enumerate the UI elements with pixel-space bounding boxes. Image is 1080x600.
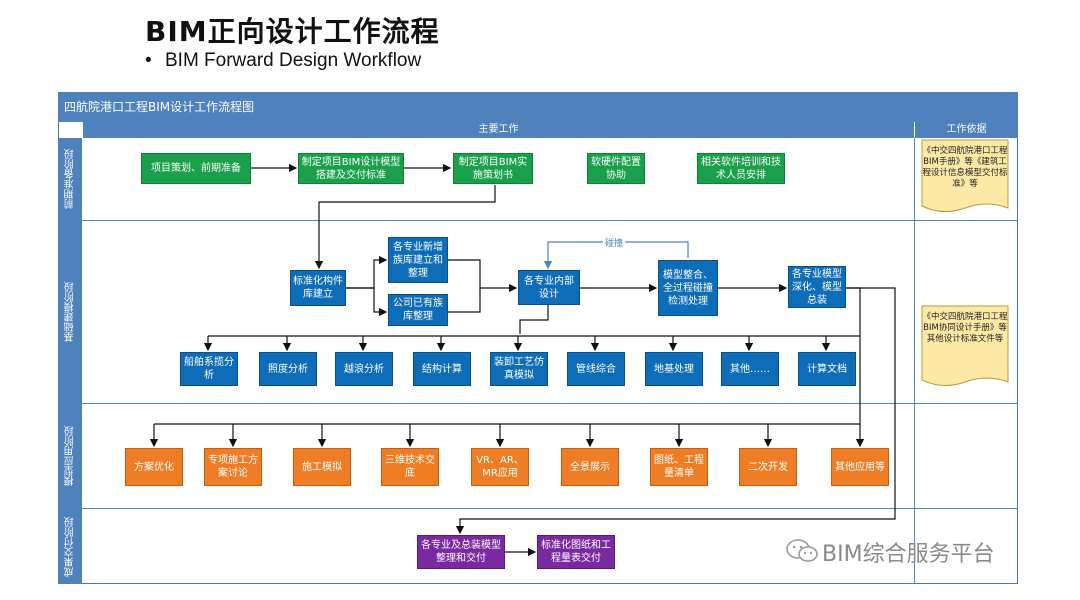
- box-analysis: 结构计算: [413, 352, 471, 386]
- box-analysis: 管线综合: [567, 352, 625, 386]
- stage-label-delivery: 成果交付阶段: [58, 509, 82, 584]
- box-hardware-config: 软硬件配置协助: [587, 153, 645, 184]
- box-existing-library: 公司已有族库整理: [388, 294, 448, 326]
- row-divider: [58, 403, 1018, 404]
- basis-document-1-text: 《中交四航院港口工程BIM手册》等《建筑工程设计信息模型交付标准》等: [922, 146, 1008, 189]
- watermark-text: BIM综合服务平台: [822, 542, 995, 567]
- column-divider: [914, 138, 915, 584]
- box-model-deepening: 各专业模型深化、模型总装: [788, 266, 846, 308]
- box-software-training: 相关软件培训和技术人员安排: [697, 153, 785, 184]
- box-analysis: 越浪分析: [335, 352, 393, 386]
- wechat-icon: [786, 539, 818, 562]
- document-shapes: [921, 139, 1009, 386]
- basis-document-1: 《中交四航院港口工程BIM手册》等《建筑工程设计信息模型交付标准》等: [922, 140, 1008, 210]
- column-main-work: 主要工作: [83, 122, 914, 138]
- page-subtitle: • BIM Forward Design Workflow: [145, 50, 421, 72]
- row-divider: [58, 508, 1018, 509]
- row-divider: [58, 220, 1018, 221]
- diagram-caption: 四航院港口工程BIM设计工作流程图: [58, 92, 1018, 122]
- box-internal-design: 各专业内部设计: [518, 270, 580, 305]
- box-analysis: 船舶系揽分析: [180, 352, 238, 386]
- box-application: 施工模拟: [293, 448, 351, 486]
- box-analysis: 计算文档: [798, 352, 856, 386]
- box-analysis: 照度分析: [259, 352, 317, 386]
- box-application: VR、AR、MR应用: [471, 448, 529, 486]
- column-basis: 工作依据: [915, 122, 1018, 138]
- box-project-planning: 项目策划、前期准备: [141, 153, 251, 184]
- box-model-standard: 制定项目BIM设计模型搭建及交付标准: [298, 153, 404, 184]
- box-analysis: 地基处理: [645, 352, 703, 386]
- box-analysis: 其他……: [721, 352, 779, 386]
- stage-label-modeling: 基础建模阶段: [58, 221, 82, 403]
- box-application: 图纸、工程量清单: [650, 448, 708, 486]
- subtitle-text: BIM Forward Design Workflow: [165, 50, 422, 71]
- box-model-integration: 模型整合、全过程碰撞检测处理: [658, 260, 718, 316]
- stage-label-prep: 前期准备阶段: [58, 138, 82, 220]
- box-application: 二次开发: [739, 448, 797, 486]
- box-drawing-delivery: 标准化图纸和工程量表交付: [537, 535, 615, 569]
- basis-document-2: 《中交四航院港口工程BIM协同设计手册》等 其他设计标准文件等: [922, 306, 1008, 384]
- box-application: 方案优化: [125, 448, 183, 486]
- box-application: 其他应用等: [831, 448, 889, 486]
- box-implementation-plan: 制定项目BIM实施策划书: [453, 153, 533, 184]
- box-application: 三维技术交底: [381, 448, 439, 486]
- box-analysis: 装卸工艺仿真模拟: [490, 352, 548, 386]
- box-application: 全景展示: [561, 448, 619, 486]
- box-application: 专项施工方案讨论: [204, 448, 262, 486]
- basis-document-2-text: 《中交四航院港口工程BIM协同设计手册》等 其他设计标准文件等: [922, 312, 1008, 344]
- page-title: BIM正向设计工作流程: [145, 15, 440, 48]
- stage-label-application: 模型应用阶段: [58, 404, 82, 508]
- collision-label: 碰撞: [603, 236, 626, 249]
- box-standard-library: 标准化构件库建立: [290, 270, 346, 306]
- box-new-family-library: 各专业新增族库建立和整理: [388, 237, 448, 283]
- box-model-delivery: 各专业及总装模型整理和交付: [417, 535, 505, 569]
- bullet: •: [145, 50, 152, 71]
